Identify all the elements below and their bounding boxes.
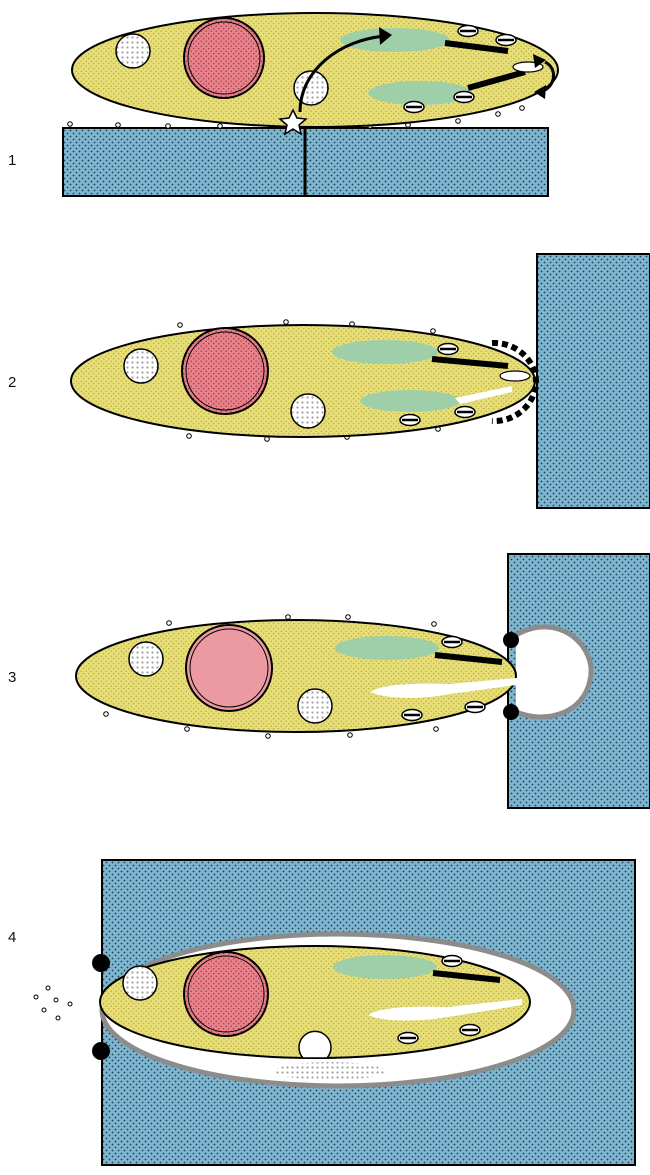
rhoptry-bulb xyxy=(340,28,450,52)
dense-granule xyxy=(298,689,332,723)
rhoptry-bulb xyxy=(332,340,438,364)
moving-junction-dot xyxy=(503,704,519,720)
dense-granule xyxy=(124,349,158,383)
panel-4: 4 xyxy=(8,860,635,1165)
nucleus xyxy=(184,18,264,98)
nucleus xyxy=(184,952,268,1036)
moving-junction-dot xyxy=(503,632,519,648)
moving-junction-dot xyxy=(92,1042,110,1060)
panel-1: 1 xyxy=(8,13,558,196)
secreted-dense-granule-material xyxy=(275,1062,385,1080)
rhoptry-bulb xyxy=(333,955,437,979)
exocytosing-dense-granule xyxy=(299,1031,331,1058)
rhoptry-bulb xyxy=(360,390,460,412)
parasitophorous-vacuole xyxy=(516,627,591,717)
dense-granule xyxy=(123,966,157,1000)
panel-number-label: 4 xyxy=(8,929,16,946)
dense-granule xyxy=(291,394,325,428)
shed-granules xyxy=(34,986,72,1020)
moving-junction-dot xyxy=(92,954,110,972)
panel-number-label: 3 xyxy=(8,669,16,686)
panel-number-label: 1 xyxy=(8,152,16,169)
panel-number-label: 2 xyxy=(8,374,16,391)
dense-granule xyxy=(116,34,150,68)
nucleus xyxy=(186,625,272,711)
rhoptry-bulb xyxy=(335,636,439,660)
panel-3: 3 xyxy=(8,554,650,808)
panel-2: 2 xyxy=(8,254,650,508)
host-cell xyxy=(537,254,650,508)
dense-granule xyxy=(129,642,163,676)
apical-vesicle xyxy=(500,371,530,381)
nucleus xyxy=(182,328,268,414)
